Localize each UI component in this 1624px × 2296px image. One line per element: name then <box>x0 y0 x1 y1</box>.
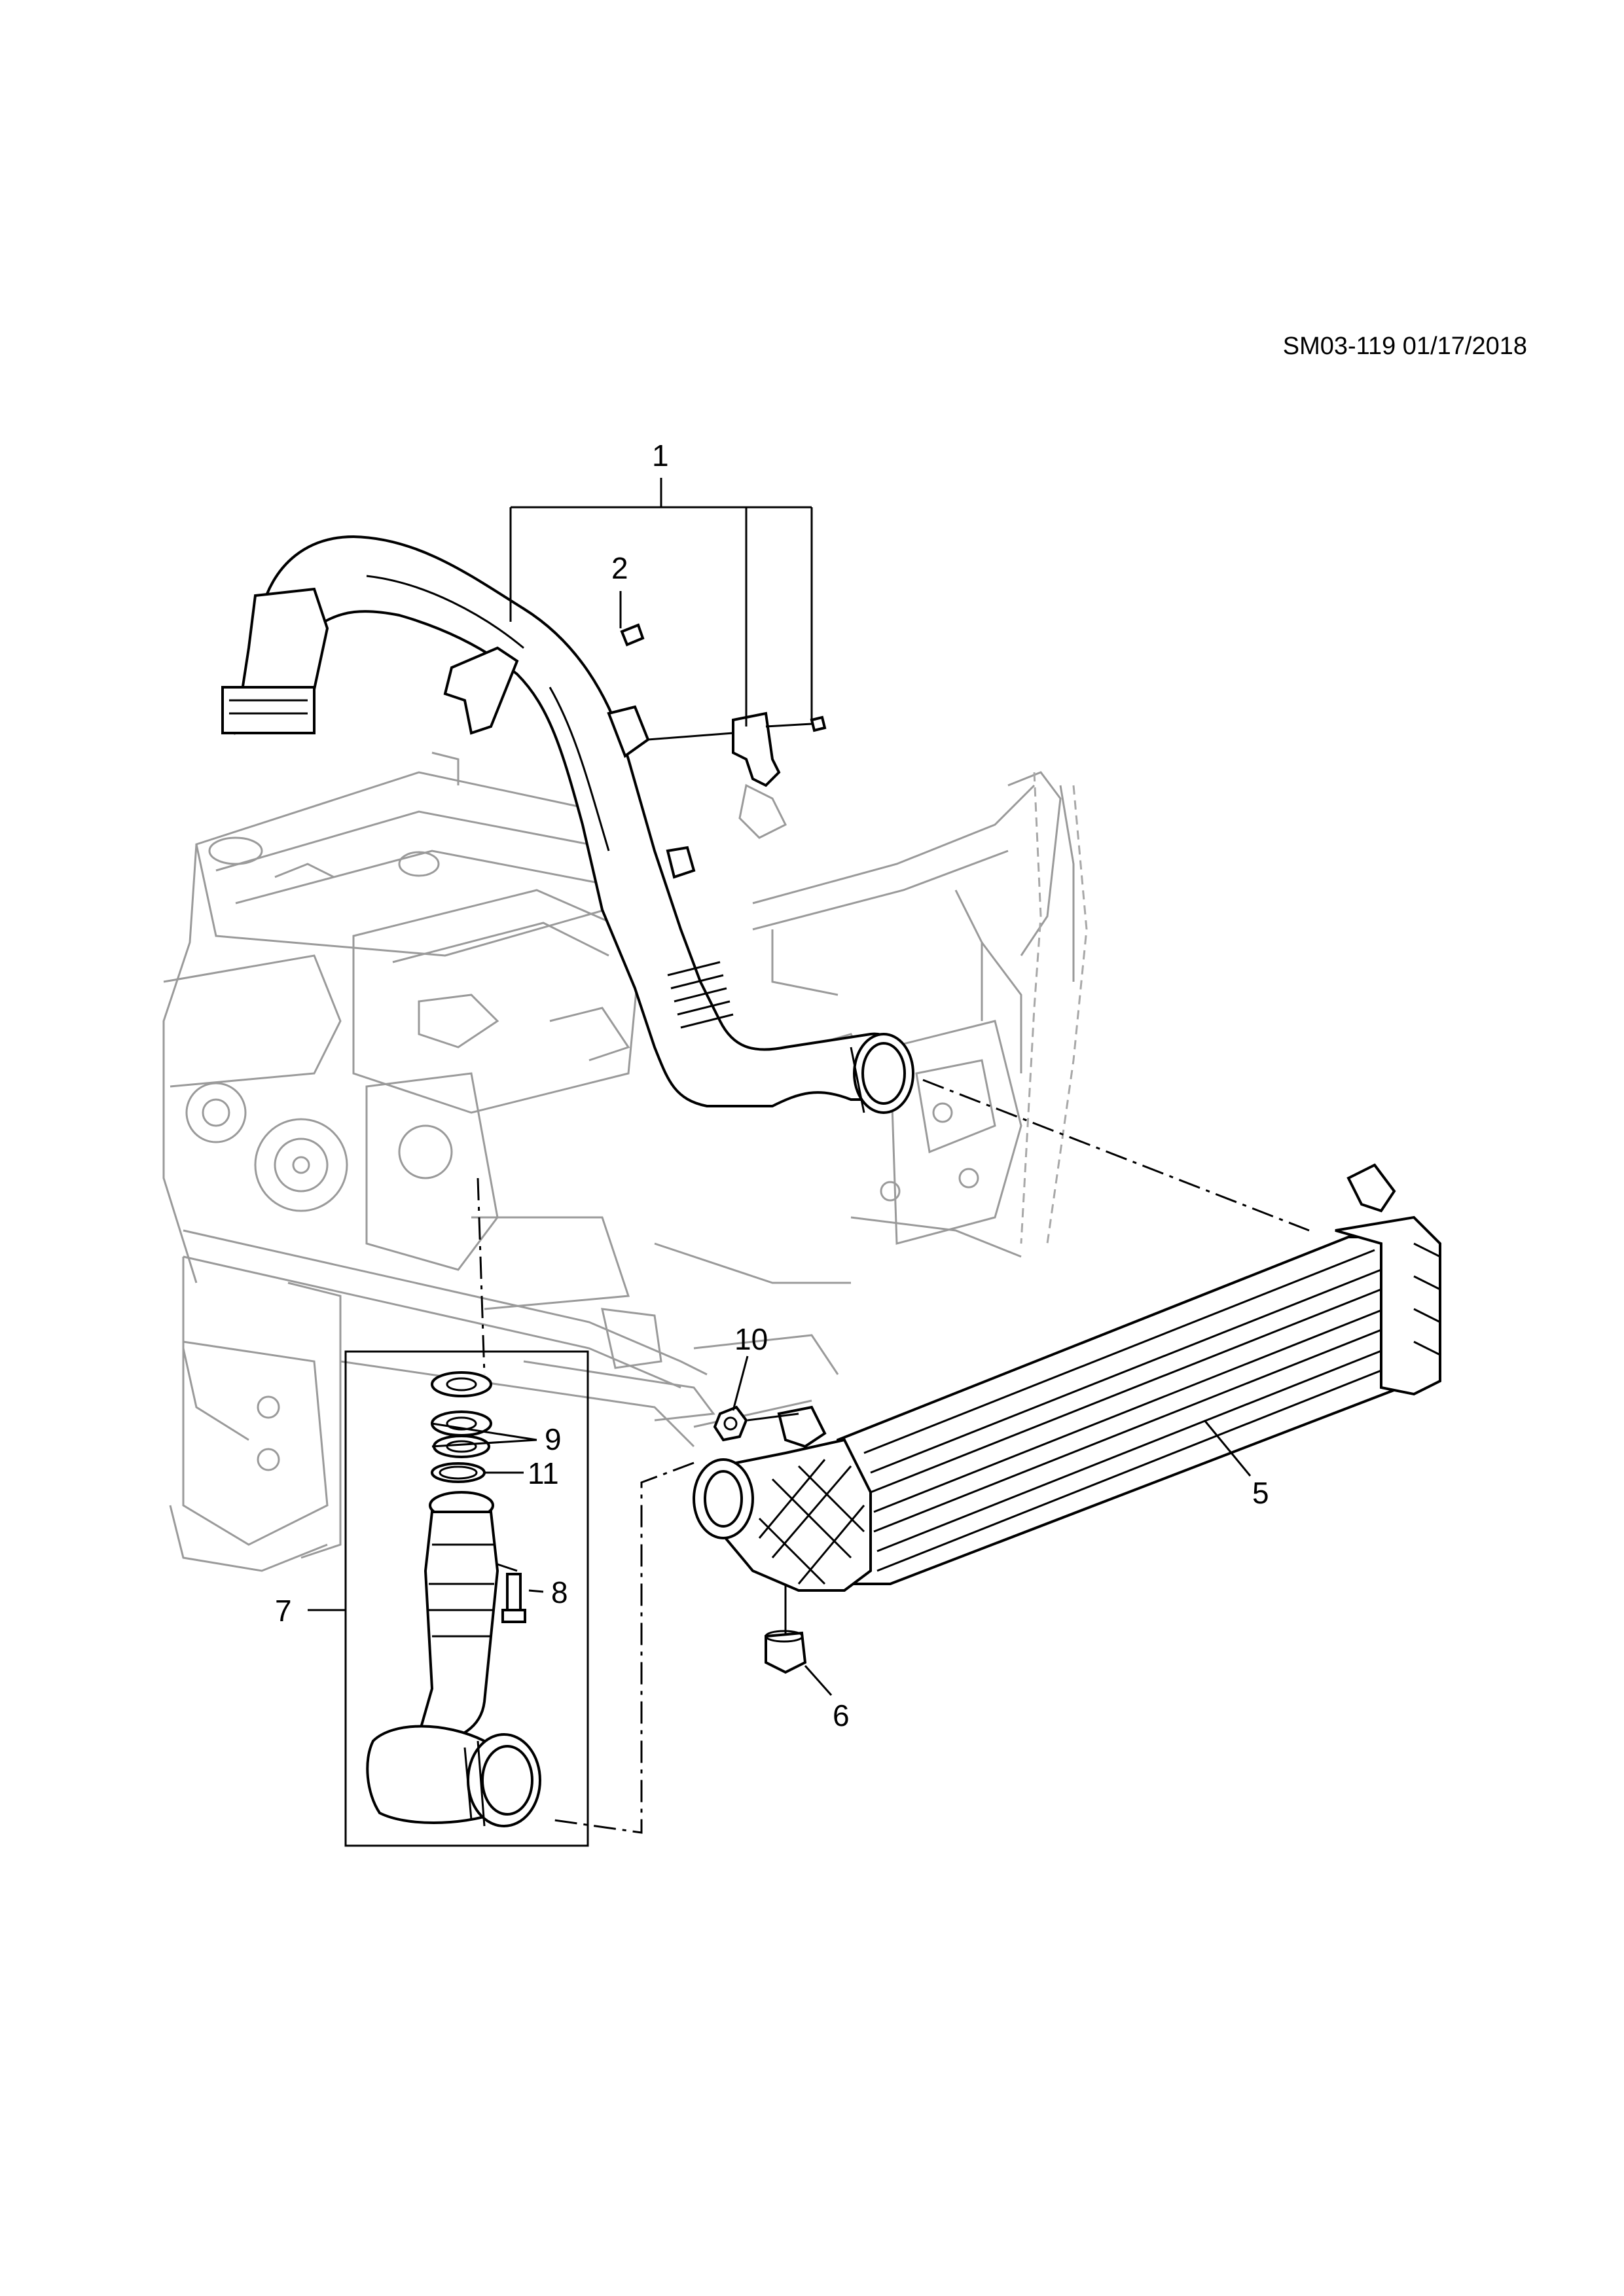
callout-5: 5 <box>1252 1476 1269 1510</box>
outlet-pipe-kit-box <box>344 1350 589 1847</box>
callout-2: 2 <box>611 551 628 585</box>
diagram-reference-code: SM03-119 01/17/2018 <box>1282 332 1527 360</box>
callout-leaders <box>308 478 1310 1834</box>
callout-6: 6 <box>833 1698 850 1732</box>
engine-bay-background <box>162 751 1088 1572</box>
callout-10: 10 <box>734 1322 768 1356</box>
callout-1: 1 <box>652 439 669 473</box>
charge-air-inlet-pipe <box>221 535 914 1114</box>
insulator-part-6 <box>765 1630 807 1674</box>
callout-9: 9 <box>545 1422 562 1456</box>
callout-labels: 1 2 5 6 7 8 9 10 11 <box>275 439 1269 1732</box>
callout-7: 7 <box>275 1594 292 1628</box>
callout-8: 8 <box>551 1575 568 1609</box>
nut-part-10 <box>713 1405 748 1442</box>
callout-11: 11 <box>528 1456 559 1490</box>
charge-air-cooler <box>693 1163 1441 1636</box>
